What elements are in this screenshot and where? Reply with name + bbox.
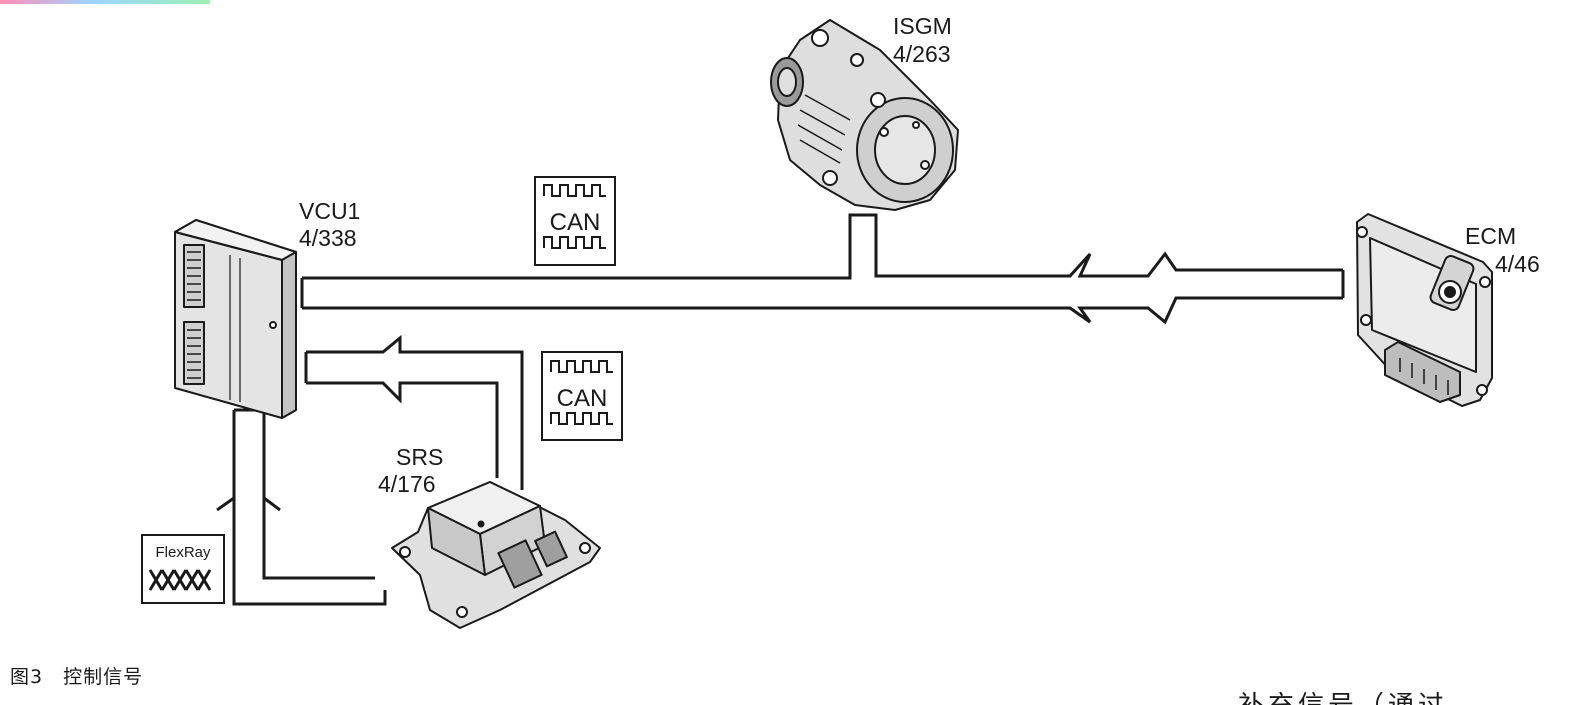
can-signal-box-srs: CAN bbox=[541, 351, 623, 441]
can-label-top: CAN bbox=[550, 209, 601, 236]
flexray-label: FlexRay bbox=[155, 544, 211, 561]
flexray-wave-icon bbox=[148, 569, 212, 591]
srs-ref: 4/176 bbox=[378, 471, 436, 497]
flexray-signal-box: FlexRay bbox=[141, 534, 225, 604]
square-wave-icon bbox=[543, 236, 606, 249]
ecm-name: ECM bbox=[1465, 223, 1516, 249]
can-label-srs: CAN bbox=[557, 385, 608, 412]
figure-caption: 图3 控制信号 bbox=[10, 666, 144, 688]
can-bus-main bbox=[300, 213, 1345, 325]
vcu1-module-illustration bbox=[174, 219, 297, 419]
top-color-strip bbox=[0, 0, 210, 4]
srs-module-illustration bbox=[391, 481, 601, 629]
square-wave-icon bbox=[550, 360, 613, 373]
flexray-bus bbox=[216, 408, 387, 606]
vcu1-ref: 4/338 bbox=[299, 225, 357, 251]
square-wave-icon bbox=[543, 184, 606, 197]
isgm-ref: 4/263 bbox=[893, 41, 951, 67]
srs-name: SRS bbox=[396, 444, 443, 470]
ecm-ref: 4/46 bbox=[1495, 251, 1540, 277]
can-signal-box-top: CAN bbox=[534, 176, 616, 266]
can-bus-srs bbox=[304, 334, 524, 490]
isgm-module-illustration bbox=[770, 19, 959, 211]
vcu1-name: VCU1 bbox=[299, 198, 360, 224]
cropped-text: 补充信号（通过 bbox=[1238, 688, 1448, 705]
ecm-module-illustration bbox=[1356, 213, 1493, 407]
isgm-name: ISGM bbox=[893, 13, 952, 39]
square-wave-icon bbox=[550, 412, 613, 425]
